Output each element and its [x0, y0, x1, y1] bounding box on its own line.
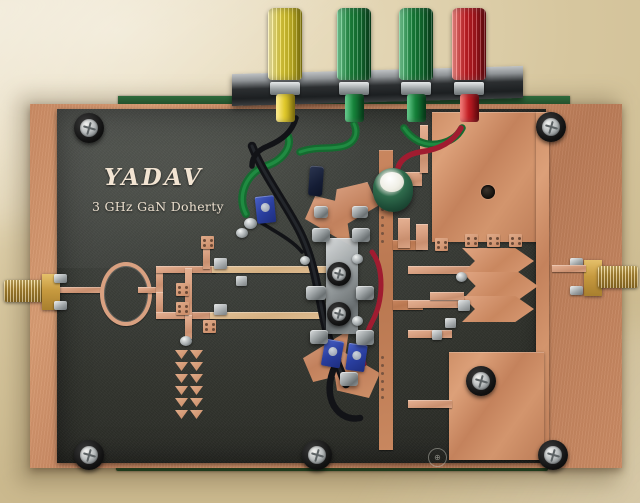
- jack-post-red: [460, 94, 479, 122]
- bias-pad-2: [416, 224, 428, 250]
- smt-part-out-2: [445, 318, 456, 328]
- sma-input-tab-top: [54, 274, 67, 283]
- jack-cap-red[interactable]: [452, 8, 486, 80]
- jack-cap-green-1[interactable]: [337, 8, 371, 80]
- smt-clamp-7: [314, 206, 328, 218]
- capacitor-top-highlight: [380, 172, 404, 192]
- via-pad-out-1: [465, 234, 478, 247]
- trace-output-feed-1: [408, 266, 472, 274]
- smt-part-out-3: [432, 330, 442, 340]
- via-pad-c: [203, 320, 216, 333]
- via-pad-out-4: [435, 238, 448, 251]
- smt-clamp-4: [356, 286, 374, 300]
- trimmer-cap-3: [345, 342, 368, 373]
- sma-input-tab-bottom: [54, 301, 67, 310]
- jack-post-yellow: [276, 94, 295, 122]
- jack-nut-green-1: [339, 82, 369, 95]
- trace-output-feed-2: [408, 300, 468, 308]
- screw-bottom-right: [538, 440, 568, 470]
- jack-nut-green-2: [401, 82, 431, 95]
- trace-stub-down: [185, 315, 192, 339]
- smt-part-lower: [214, 304, 227, 315]
- mounting-hole: [481, 185, 495, 199]
- screw-top-right: [536, 112, 566, 142]
- ring-coupler: [100, 262, 152, 326]
- smt-clamp-1: [312, 228, 330, 242]
- jack-post-green-2: [407, 94, 426, 122]
- trace-ring-output: [138, 287, 160, 293]
- smt-clamp-9: [340, 372, 358, 386]
- smt-part-out-1: [458, 300, 470, 311]
- banana-jack-green-1[interactable]: [337, 8, 371, 122]
- jack-nut-red: [454, 82, 484, 95]
- ground-plane-bottom-right: [449, 352, 544, 460]
- screw-bottom-left: [74, 440, 104, 470]
- trimmer-cap-1: [254, 195, 277, 224]
- silkscreen-subtitle: 3 GHz GaN Doherty: [92, 199, 224, 214]
- tantalum-capacitor: [307, 165, 325, 197]
- silkscreen-brand: YADAV: [104, 164, 204, 191]
- via-pad-a: [176, 283, 189, 296]
- trace-main-lower: [210, 312, 332, 319]
- sma-output-tab-bottom: [570, 286, 583, 295]
- trace-split-dn-vert: [156, 292, 163, 318]
- solder-joint-comb: [180, 336, 192, 346]
- board-orientation-mark: ⊕: [428, 448, 447, 467]
- smt-clamp-2: [352, 228, 370, 242]
- trace-lower-right-1: [408, 330, 452, 338]
- smt-clamp-5: [310, 330, 328, 344]
- jack-post-green-1: [345, 94, 364, 122]
- solder-blob-1: [352, 254, 363, 264]
- trace-main-upper: [212, 266, 332, 273]
- trace-input-feed: [44, 287, 102, 293]
- bias-pad-1: [398, 218, 410, 248]
- banana-jack-yellow[interactable]: [268, 8, 302, 122]
- smt-clamp-3: [306, 286, 326, 300]
- screw-top-left: [74, 113, 104, 143]
- transistor-screw-2: [327, 302, 351, 326]
- sma-output-barrel: [598, 266, 638, 288]
- trace-lower-right-2: [408, 400, 452, 408]
- solder-blob-2: [352, 316, 363, 326]
- screw-bottom-center: [302, 440, 332, 470]
- sma-output-tab-top: [570, 258, 583, 267]
- smt-part-upper: [214, 258, 227, 269]
- smt-clamp-6: [356, 330, 374, 345]
- via-pad-out-3: [509, 234, 522, 247]
- trace-short-up: [203, 245, 210, 269]
- jack-cap-green-2[interactable]: [399, 8, 433, 80]
- electrolytic-capacitor: [373, 168, 413, 212]
- transistor-screw-1: [327, 262, 351, 286]
- banana-jack-green-2[interactable]: [399, 8, 433, 122]
- solder-blob-5: [236, 228, 248, 238]
- via-pad-top: [201, 236, 214, 249]
- ground-plane-top-right: [432, 112, 542, 242]
- jack-nut-yellow: [270, 82, 300, 95]
- banana-jack-red[interactable]: [452, 8, 486, 122]
- sma-input-barrel: [4, 280, 44, 302]
- trace-split-up-vert: [156, 268, 163, 292]
- solder-blob-out: [456, 272, 467, 282]
- trace-sma-output-feed: [552, 265, 586, 272]
- via-column-lower: [381, 356, 384, 399]
- sma-output-flange: [584, 260, 602, 296]
- solder-blob-4: [244, 218, 257, 229]
- smt-part-mid: [236, 276, 247, 286]
- trace-bias-vertical: [420, 125, 428, 173]
- trace-patch-tap: [430, 292, 464, 300]
- via-pad-b: [176, 302, 189, 315]
- screw-ground-pad: [466, 366, 496, 396]
- solder-blob-3: [300, 256, 310, 265]
- smt-clamp-8: [352, 206, 368, 218]
- via-pad-out-2: [487, 234, 500, 247]
- jack-cap-yellow[interactable]: [268, 8, 302, 80]
